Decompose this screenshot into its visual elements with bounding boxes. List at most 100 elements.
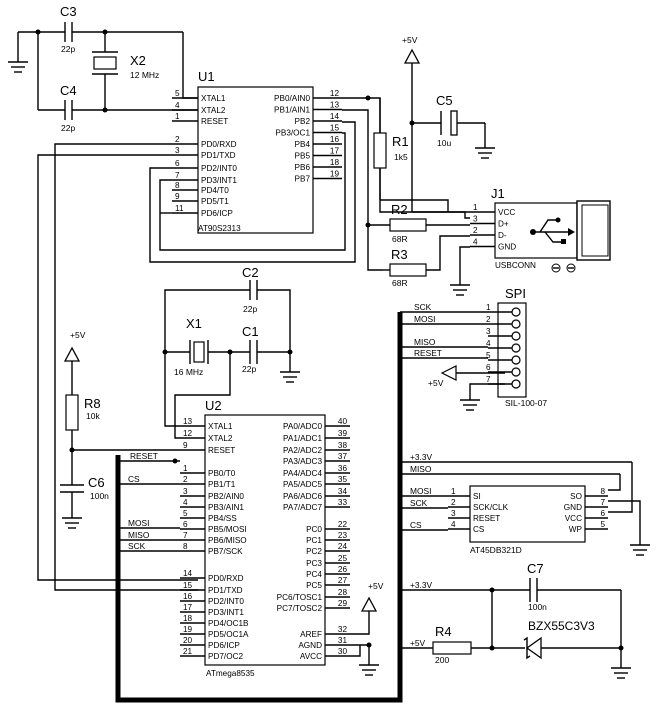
spi-pin-4: 4 xyxy=(486,339,521,353)
u3-pin-number: 6 xyxy=(600,509,605,518)
spi-pin-1: 1 xyxy=(486,303,521,317)
u2-pin-number: 39 xyxy=(338,429,348,438)
u3-pin-number: 5 xyxy=(600,520,605,529)
u2-pin-name: PD7/OC2 xyxy=(208,652,243,661)
usb-trident-icon xyxy=(530,217,575,244)
d1-zener-diode: BZX55C3V3 xyxy=(523,619,621,660)
u3-pin-number: 1 xyxy=(451,487,456,496)
spi-pin-number: 7 xyxy=(486,375,491,384)
u1-pin-name: PB4 xyxy=(295,140,311,149)
spi-pin-2: 2 xyxy=(486,315,521,329)
r4-ref: R4 xyxy=(435,624,452,639)
net-mosi-u2: MOSI xyxy=(128,518,149,528)
u2-pin-name: PC4 xyxy=(306,570,322,579)
vcc-left-label: +5V xyxy=(70,330,86,340)
ground-symbol-top-left xyxy=(8,32,28,73)
u1-pin-name: PB5 xyxy=(295,152,311,161)
u2-pin-name: PB3/AIN1 xyxy=(208,503,244,512)
u3-pin-number: 2 xyxy=(451,498,456,507)
u1-pin-number: 19 xyxy=(330,170,340,179)
j1-pin-name: VCC xyxy=(498,208,515,217)
u2-pin-number: 19 xyxy=(183,625,193,634)
u1-pin-number: 15 xyxy=(330,124,340,133)
r8-resistor: R8 10k xyxy=(65,394,101,485)
u2-pin-name: PB2/AIN0 xyxy=(208,492,244,501)
c1-value: 22p xyxy=(242,364,256,374)
c4-ref: C4 xyxy=(60,83,77,98)
u3-pin-name: WP xyxy=(569,525,583,534)
u2-pin-number: 6 xyxy=(183,520,188,529)
u2-pin-number: 5 xyxy=(183,509,188,518)
r3-value: 68R xyxy=(392,278,408,288)
net-sck-flash: SCK xyxy=(410,498,428,508)
u2-pin-number: 18 xyxy=(183,614,193,623)
u2-pin-name: PC1 xyxy=(306,536,322,545)
u1-pin-number: 9 xyxy=(175,192,180,201)
u1-pin-name: RESET xyxy=(201,117,228,126)
r1-resistor: R1 1k5 xyxy=(373,98,449,212)
u2-pin-number: 4 xyxy=(183,498,188,507)
ground-symbol-flash xyxy=(630,544,650,556)
spi-pin-number: 1 xyxy=(486,303,491,312)
u1-pin-name: PB2 xyxy=(295,117,311,126)
u2-pin-number: 36 xyxy=(338,464,348,473)
r2-resistor: R2 68R xyxy=(389,202,470,244)
u1-ref: U1 xyxy=(198,69,215,84)
u2-part: ATmega8535 xyxy=(206,669,255,678)
r4-value: 200 xyxy=(435,655,449,665)
u2-pin-name: PD1/TXD xyxy=(208,586,243,595)
spi-pin-number: 2 xyxy=(486,315,491,324)
u2-pin-number: 1 xyxy=(183,464,188,473)
vcc-arrow-spi: +5V xyxy=(428,365,505,388)
u3-pin-name: RESET xyxy=(473,514,500,523)
u2-pin-name: PB0/T0 xyxy=(208,469,236,478)
u2-pin-name: PC0 xyxy=(306,525,322,534)
spi-pin-5: 5 xyxy=(486,351,521,365)
net-cs-flash: CS xyxy=(410,520,422,530)
j1-pin-number: 4 xyxy=(473,238,478,247)
u3-pin-number: 3 xyxy=(451,509,456,518)
spi-pin-number: 5 xyxy=(486,351,491,360)
u1-pin-name: PB6 xyxy=(295,163,311,172)
net-sck-u2: SCK xyxy=(128,541,146,551)
j1-pin-name: D- xyxy=(498,231,507,240)
spi-pin-3: 3 xyxy=(486,327,521,341)
u2-pin-number: 31 xyxy=(338,636,348,645)
u2-pin-name: PA2/ADC2 xyxy=(283,446,322,455)
u1-pin-number: 18 xyxy=(330,158,340,167)
u2-pin-name: PA5/ADC5 xyxy=(283,480,322,489)
c5-ref: C5 xyxy=(436,93,453,108)
u2-pin-number: 17 xyxy=(183,603,193,612)
u3-pin-8: 8SO xyxy=(570,487,608,501)
u2-pin-number: 9 xyxy=(183,441,188,450)
u2-pin-number: 34 xyxy=(338,487,348,496)
c1-ref: C1 xyxy=(242,324,259,339)
u3-pin-name: SCK/CLK xyxy=(473,503,509,512)
u2-pin-name: PD2/INT0 xyxy=(208,597,244,606)
spi-pin-number: 6 xyxy=(486,363,491,372)
x1-value: 16 MHz xyxy=(174,367,203,377)
u2-pin-number: 27 xyxy=(338,576,348,585)
